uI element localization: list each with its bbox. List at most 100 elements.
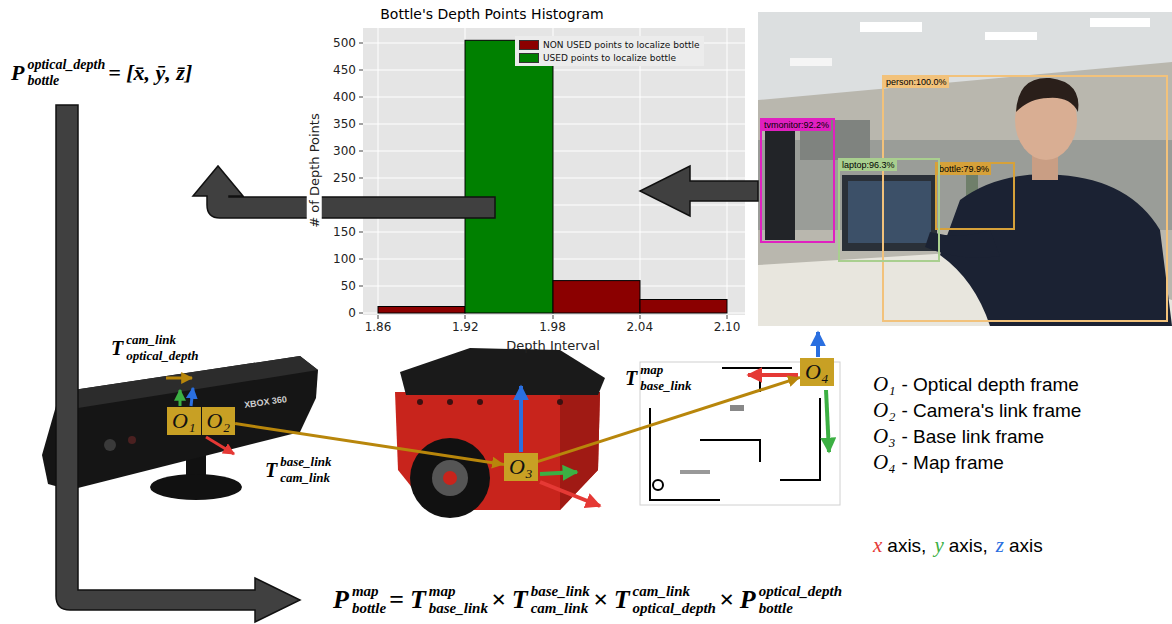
point-equation: Poptical_depthbottle= [x̄, ȳ, z̄] xyxy=(8,57,195,89)
index-stack: optical_depthbottle xyxy=(27,57,105,89)
legend-swatch xyxy=(519,53,539,63)
axis-word: axis, xyxy=(949,535,988,557)
math-symbol: T xyxy=(509,585,531,615)
axis-tick: 300 xyxy=(333,144,356,158)
math-symbol: T xyxy=(407,585,429,615)
math-symbol: × xyxy=(488,585,509,615)
superscript: cam_link xyxy=(126,332,198,348)
axis-title: # of Depth Points xyxy=(307,110,322,230)
frame-legend-row: O₃- Base link frame xyxy=(873,424,1044,449)
axis-legend: xaxis,yaxis,zaxis xyxy=(873,533,1051,558)
frame-symbol: O₄ xyxy=(873,450,895,475)
axis-tick: 2.10 xyxy=(714,320,741,334)
axis-tick: 150 xyxy=(333,225,356,239)
frame-label: O₄ xyxy=(805,358,829,386)
frame-label: O₁ xyxy=(172,407,196,435)
frame-description: - Camera's link frame xyxy=(901,400,1081,422)
superscript: optical_depth xyxy=(759,583,842,600)
axis-tick: 50 xyxy=(341,279,356,293)
axis-tick: 350 xyxy=(333,117,356,131)
axis-tick: 1.98 xyxy=(539,320,566,334)
math-symbol: P xyxy=(330,585,352,615)
detection-box: laptop:96.3% xyxy=(838,158,940,262)
axis-tick: 1.86 xyxy=(365,320,392,334)
axis-tick: 1.92 xyxy=(452,320,479,334)
axis-word: axis, xyxy=(887,535,926,557)
math-symbol: = [x̄, ȳ, z̄] xyxy=(105,60,195,86)
device-logo: XBOX 360 xyxy=(244,394,288,410)
detection-label: person:100.0% xyxy=(884,77,949,88)
subscript: optical_depth xyxy=(126,348,198,364)
detection-label: bottle:79.9% xyxy=(937,164,991,175)
frame-symbol: O₃ xyxy=(873,424,895,449)
legend-text: USED points to localize bottle xyxy=(543,53,676,63)
subscript: bottle xyxy=(27,73,105,89)
axis-tick: 400 xyxy=(333,90,356,104)
subscript: cam_link xyxy=(531,600,590,617)
subscript: bottle xyxy=(352,600,386,617)
index-stack: mapbase_link xyxy=(640,362,691,394)
chart-legend: NON USED points to localize bottleUSED p… xyxy=(515,36,704,66)
frame-label: O₂ xyxy=(207,407,231,435)
transform-connector xyxy=(235,424,504,465)
legend-text: NON USED points to localize bottle xyxy=(543,40,700,50)
index-stack: base_linkcam_link xyxy=(280,454,331,486)
superscript: map xyxy=(640,362,691,378)
axis-tick: 100 xyxy=(333,252,356,266)
axis-letter: y xyxy=(934,533,943,558)
chart-title: Bottle's Depth Points Histogram xyxy=(380,6,603,22)
detection-label: laptop:96.3% xyxy=(840,160,897,171)
legend-swatch xyxy=(519,40,539,50)
camera-photo xyxy=(758,12,1172,326)
transform-connector xyxy=(538,377,800,461)
subscript: optical_depth xyxy=(633,600,716,617)
transform-label: Tmapbase_link xyxy=(622,362,692,394)
detection-label: tvmonitor:92.2% xyxy=(762,120,831,131)
superscript: map xyxy=(352,583,386,600)
superscript: cam_link xyxy=(633,583,716,600)
flow-arrows xyxy=(56,105,758,622)
axis-tick: 0 xyxy=(348,306,356,320)
frame-box: O₃ xyxy=(504,453,538,481)
index-stack: mapbase_link xyxy=(429,583,488,617)
axis-title: Depth Interval xyxy=(506,338,600,353)
transform-equation: Pmapbottle=Tmapbase_link×Tbase_linkcam_l… xyxy=(330,583,842,617)
transform-label: Tcam_linkoptical_depth xyxy=(108,332,198,364)
subscript: base_link xyxy=(429,600,488,617)
frame-legend-row: O₄ - Map frame xyxy=(873,450,1004,475)
legend-row: USED points to localize bottle xyxy=(519,51,700,64)
axis-word: axis xyxy=(1009,535,1043,557)
index-stack: mapbottle xyxy=(352,583,386,617)
index-stack: cam_linkoptical_depth xyxy=(633,583,716,617)
subscript: cam_link xyxy=(280,470,331,486)
frame-legend-row: O₁- Optical depth frame xyxy=(873,372,1079,397)
axis-tick: 250 xyxy=(333,171,356,185)
kinect-sensor xyxy=(42,356,318,500)
superscript: optical_depth xyxy=(27,57,105,73)
legend-row: NON USED points to localize bottle xyxy=(519,38,700,51)
frame-box: O₂ xyxy=(202,407,236,435)
frame-box: O₄ xyxy=(800,358,834,386)
axis-letter: x xyxy=(873,533,882,558)
math-symbol: T xyxy=(108,337,126,360)
subscript: bottle xyxy=(759,600,842,617)
math-symbol: P xyxy=(737,585,759,615)
index-stack: optical_depthbottle xyxy=(759,583,842,617)
axis-tick: 500 xyxy=(333,36,356,50)
frame-description: - Optical depth frame xyxy=(901,374,1078,396)
frame-description: - Map frame xyxy=(901,452,1003,474)
detection-box: person:100.0% bottle:79.9% xyxy=(882,75,1168,322)
math-symbol: P xyxy=(8,60,27,86)
superscript: map xyxy=(429,583,488,600)
frame-box: O₁ xyxy=(167,407,201,435)
superscript: base_link xyxy=(531,583,590,600)
math-symbol: T xyxy=(611,585,633,615)
axis-letter: z xyxy=(996,533,1004,558)
frame-legend-row: O₂- Camera's link frame xyxy=(873,398,1081,423)
axis-tick: 450 xyxy=(333,63,356,77)
math-symbol: T xyxy=(622,367,640,390)
frame-label: O₃ xyxy=(509,453,533,481)
